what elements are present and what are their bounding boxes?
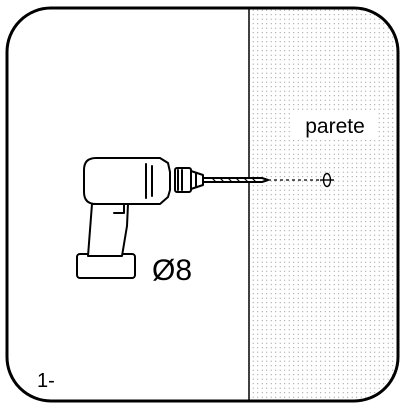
step-number-label: 1- (37, 370, 55, 392)
drill-bit-size-label: Ø8 (152, 254, 192, 287)
wall-label-bg (292, 110, 378, 140)
cordless-drill-icon (76, 157, 269, 279)
wall-label: parete (305, 115, 365, 138)
wall-area (249, 8, 398, 401)
drill-hole-icon (320, 172, 334, 188)
diagram-frame (5, 6, 400, 403)
